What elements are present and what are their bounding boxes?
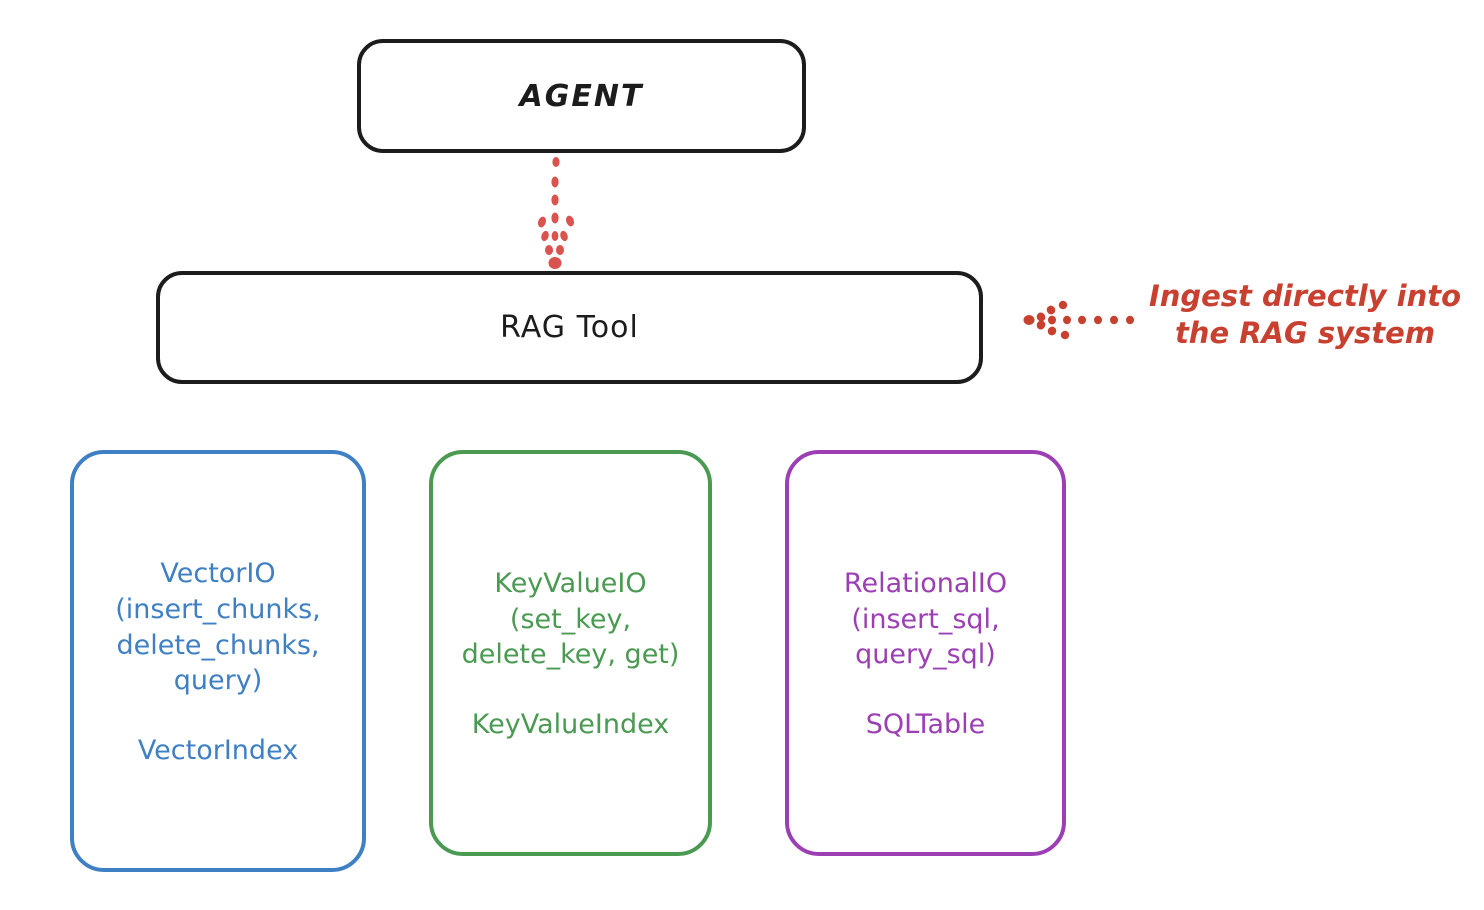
node-vector-io[interactable]: VectorIO (insert_chunks, delete_chunks, …: [70, 450, 366, 872]
node-relational-io-subtitle: SQLTable: [865, 709, 986, 741]
node-vector-io-subtitle: VectorIndex: [137, 735, 299, 767]
ingest-annotation-text: Ingest directly into the RAG system: [1148, 279, 1462, 351]
node-key-value-io-title: KeyValueIO (set_key, delete_key, get): [461, 567, 680, 671]
node-agent-label: AGENT: [519, 78, 644, 114]
node-relational-io-title: RelationalIO (insert_sql, query_sql): [843, 567, 1008, 671]
node-vector-io-title: VectorIO (insert_chunks, delete_chunks, …: [115, 557, 321, 697]
dotted-arrow-down-icon: [537, 157, 575, 269]
node-rag-tool-label: RAG Tool: [500, 310, 639, 345]
node-rag-tool[interactable]: RAG Tool: [156, 271, 983, 384]
connector-agent-to-rag-tool: [500, 150, 620, 280]
node-key-value-io[interactable]: KeyValueIO (set_key, delete_key, get) Ke…: [429, 450, 712, 856]
node-relational-io[interactable]: RelationalIO (insert_sql, query_sql) SQL…: [785, 450, 1066, 856]
node-agent[interactable]: AGENT: [357, 39, 806, 153]
node-key-value-io-subtitle: KeyValueIndex: [471, 709, 670, 741]
